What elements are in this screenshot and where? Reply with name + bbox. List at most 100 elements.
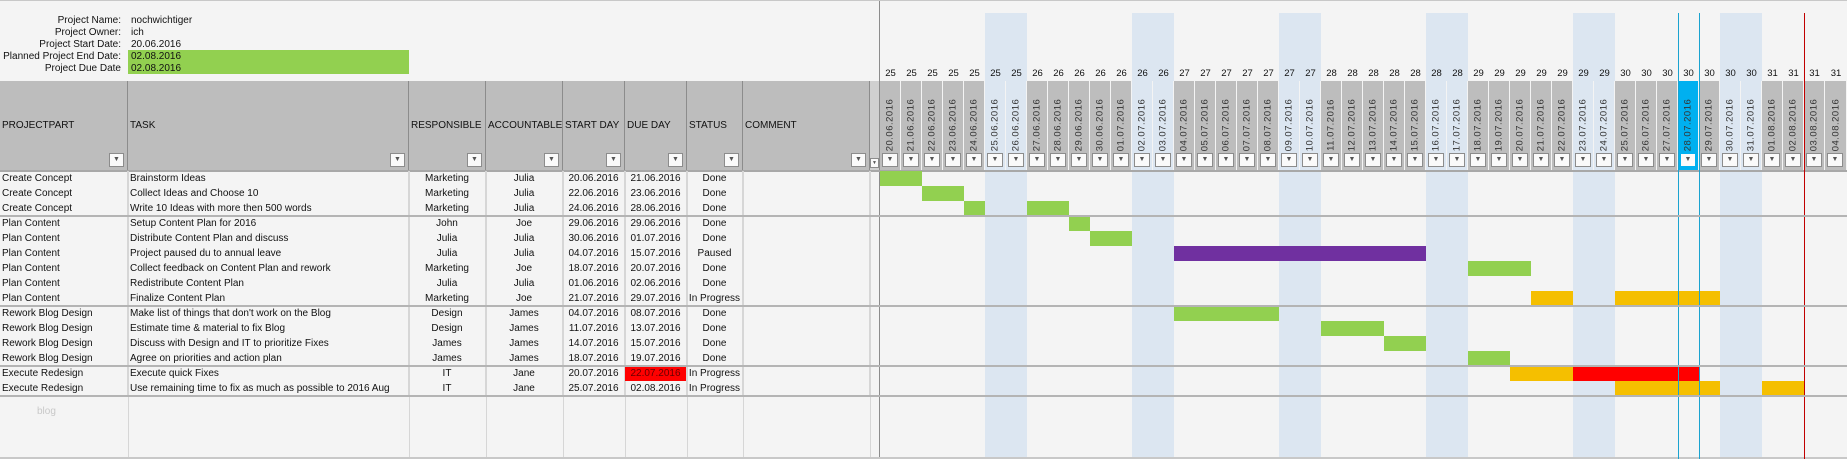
date-filter-dropdown[interactable]: ▼ xyxy=(1407,153,1423,167)
cell-responsible[interactable]: Marketing xyxy=(409,291,486,306)
cell-comment[interactable] xyxy=(743,246,870,261)
cell-task[interactable]: Make list of things that don't work on t… xyxy=(128,306,409,321)
date-filter-dropdown[interactable]: ▼ xyxy=(1218,153,1234,167)
cell-status[interactable]: Done xyxy=(687,201,743,216)
date-filter-dropdown[interactable]: ▼ xyxy=(1302,153,1318,167)
cell-due-day[interactable]: 08.07.2016 xyxy=(625,306,687,321)
cell-task[interactable]: Brainstorm Ideas xyxy=(128,171,409,186)
cell-status[interactable]: Done xyxy=(687,171,743,186)
cell-start-day[interactable]: 18.07.2016 xyxy=(563,261,625,276)
date-filter-dropdown[interactable]: ▼ xyxy=(1092,153,1108,167)
cell-status[interactable]: Done xyxy=(687,306,743,321)
cell-projectpart[interactable]: Create Concept xyxy=(0,201,128,216)
cell-responsible[interactable]: Design xyxy=(409,321,486,336)
cell-responsible[interactable]: Marketing xyxy=(409,201,486,216)
cell-comment[interactable] xyxy=(743,381,870,396)
cell-responsible[interactable]: Marketing xyxy=(409,186,486,201)
cell-status[interactable]: Done xyxy=(687,186,743,201)
cell-responsible[interactable]: Julia xyxy=(409,231,486,246)
cell-projectpart[interactable]: Rework Blog Design xyxy=(0,306,128,321)
cell-accountable[interactable]: Jane xyxy=(486,381,563,396)
date-filter-dropdown[interactable]: ▼ xyxy=(1260,153,1276,167)
cell-responsible[interactable]: James xyxy=(409,351,486,366)
cell-accountable[interactable]: Julia xyxy=(486,231,563,246)
cell-projectpart[interactable]: Plan Content xyxy=(0,231,128,246)
date-filter-dropdown[interactable]: ▼ xyxy=(882,153,898,167)
cell-comment[interactable] xyxy=(743,306,870,321)
cell-due-day[interactable]: 02.06.2016 xyxy=(625,276,687,291)
date-filter-dropdown[interactable]: ▼ xyxy=(903,153,919,167)
cell-projectpart[interactable]: Rework Blog Design xyxy=(0,351,128,366)
cell-task[interactable]: Project paused du to annual leave xyxy=(128,246,409,261)
cell-task[interactable]: Finalize Content Plan xyxy=(128,291,409,306)
cell-comment[interactable] xyxy=(743,351,870,366)
date-filter-dropdown[interactable]: ▼ xyxy=(1722,153,1738,167)
date-filter-dropdown[interactable]: ▼ xyxy=(1806,153,1822,167)
cell-status[interactable]: Done xyxy=(687,261,743,276)
cell-start-day[interactable]: 24.06.2016 xyxy=(563,201,625,216)
cell-due-day[interactable]: 01.07.2016 xyxy=(625,231,687,246)
cell-projectpart[interactable]: Plan Content xyxy=(0,246,128,261)
date-filter-dropdown[interactable]: ▼ xyxy=(1071,153,1087,167)
date-filter-dropdown[interactable]: ▼ xyxy=(945,153,961,167)
cell-projectpart[interactable]: Plan Content xyxy=(0,216,128,231)
cell-due-day[interactable]: 15.07.2016 xyxy=(625,336,687,351)
cell-projectpart[interactable]: Create Concept xyxy=(0,186,128,201)
cell-comment[interactable] xyxy=(743,216,870,231)
date-filter-dropdown[interactable]: ▼ xyxy=(1785,153,1801,167)
cell-comment[interactable] xyxy=(743,336,870,351)
date-filter-dropdown[interactable]: ▼ xyxy=(1491,153,1507,167)
cell-responsible[interactable]: IT xyxy=(409,381,486,396)
cell-comment[interactable] xyxy=(743,321,870,336)
cell-status[interactable]: In Progress xyxy=(687,366,743,381)
date-filter-dropdown[interactable]: ▼ xyxy=(1638,153,1654,167)
cell-start-day[interactable]: 20.06.2016 xyxy=(563,171,625,186)
filter-dropdown-button[interactable]: ▼ xyxy=(668,153,683,167)
project-info-value[interactable]: 20.06.2016 xyxy=(131,39,182,50)
cell-accountable[interactable]: James xyxy=(486,321,563,336)
date-filter-dropdown[interactable]: ▼ xyxy=(924,153,940,167)
cell-start-day[interactable]: 25.07.2016 xyxy=(563,381,625,396)
date-filter-dropdown[interactable]: ▼ xyxy=(1239,153,1255,167)
date-filter-dropdown[interactable]: ▼ xyxy=(1029,153,1045,167)
filter-dropdown-button[interactable]: ▼ xyxy=(724,153,739,167)
cell-comment[interactable] xyxy=(743,366,870,381)
cell-start-day[interactable]: 04.07.2016 xyxy=(563,306,625,321)
cell-accountable[interactable]: Julia xyxy=(486,201,563,216)
cell-due-day[interactable]: 15.07.2016 xyxy=(625,246,687,261)
date-filter-dropdown[interactable]: ▼ xyxy=(987,153,1003,167)
date-filter-dropdown[interactable]: ▼ xyxy=(1533,153,1549,167)
date-filter-dropdown[interactable]: ▼ xyxy=(1365,153,1381,167)
date-filter-dropdown[interactable]: ▼ xyxy=(1008,153,1024,167)
date-filter-dropdown[interactable]: ▼ xyxy=(966,153,982,167)
cell-projectpart[interactable]: Plan Content xyxy=(0,276,128,291)
date-filter-dropdown[interactable]: ▼ xyxy=(1197,153,1213,167)
cell-comment[interactable] xyxy=(743,171,870,186)
cell-accountable[interactable]: Joe xyxy=(486,261,563,276)
cell-responsible[interactable]: Marketing xyxy=(409,171,486,186)
cell-task[interactable]: Distribute Content Plan and discuss xyxy=(128,231,409,246)
cell-start-day[interactable]: 30.06.2016 xyxy=(563,231,625,246)
cell-responsible[interactable]: John xyxy=(409,216,486,231)
cell-task[interactable]: Execute quick Fixes xyxy=(128,366,409,381)
filter-dropdown-button[interactable]: ▼ xyxy=(606,153,621,167)
filter-dropdown-button[interactable]: ▼ xyxy=(109,153,124,167)
cell-task[interactable]: Redistribute Content Plan xyxy=(128,276,409,291)
cell-start-day[interactable]: 18.07.2016 xyxy=(563,351,625,366)
date-filter-dropdown[interactable]: ▼ xyxy=(1281,153,1297,167)
cell-task[interactable]: Write 10 Ideas with more then 500 words xyxy=(128,201,409,216)
cell-comment[interactable] xyxy=(743,276,870,291)
cell-accountable[interactable]: Joe xyxy=(486,216,563,231)
cell-projectpart[interactable]: Plan Content xyxy=(0,291,128,306)
cell-due-day[interactable]: 13.07.2016 xyxy=(625,321,687,336)
cell-accountable[interactable]: Julia xyxy=(486,171,563,186)
cell-due-day[interactable]: 29.07.2016 xyxy=(625,291,687,306)
date-filter-dropdown[interactable]: ▼ xyxy=(1134,153,1150,167)
